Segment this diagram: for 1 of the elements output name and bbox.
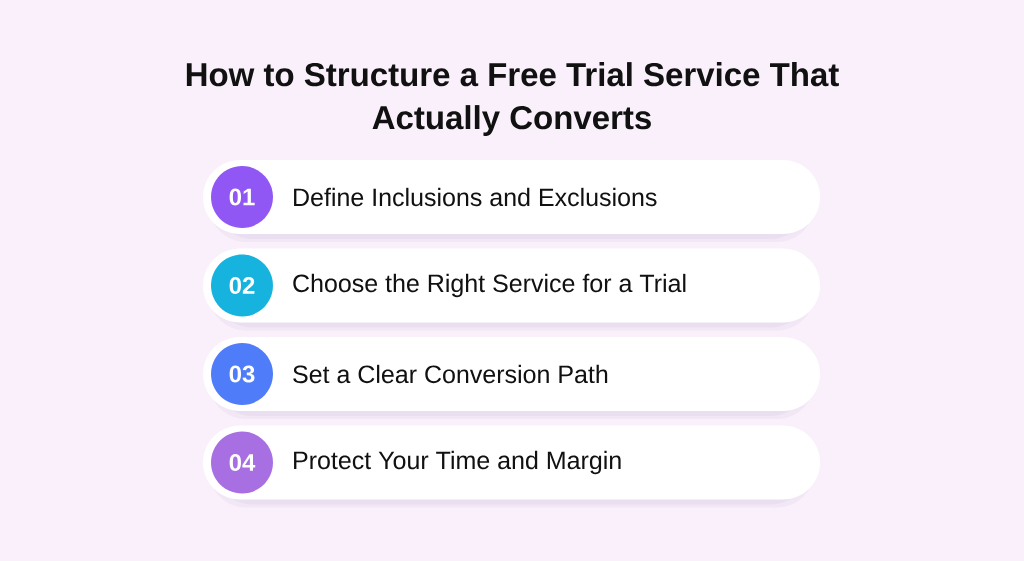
- title: How to Structure a Free Trial Service That Actually Converts: [186, 62, 839, 136]
